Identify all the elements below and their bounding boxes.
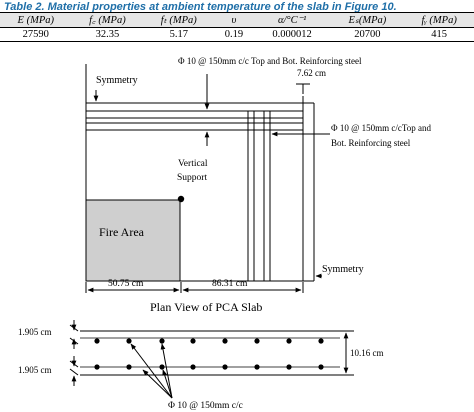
bottom-rebar-row [94,364,324,370]
rebar-dot [318,338,324,344]
rebar-dot [222,364,228,370]
bar-leader [142,369,173,399]
rebar-dot [254,364,260,370]
cell-e: 27590 [22,29,49,40]
fire-area [85,199,181,282]
symmetry-label-top: Symmetry [96,75,138,86]
rebar-dot [94,338,100,344]
thickness-label: 10.16 cm [350,348,384,358]
cover-bottom-label: 1.905 cm [18,365,52,375]
rebar-dot [318,364,324,370]
header-fc: f꜀ (MPa) [89,15,126,26]
rebar-dot [286,364,292,370]
plan-view: Fire Area Vertical Support Symmetry Symm… [85,56,431,314]
symmetry-label-right: Symmetry [322,264,364,275]
rebar-dot [126,364,132,370]
top-rebar-label-text: Φ 10 @ 150mm c/c Top and Bot. Reinforcin… [178,56,362,66]
edge-dimension-label: 7.62 cm [297,68,326,78]
table-caption: Table 2. Material properties at ambient … [4,1,397,13]
header-alpha: α/°C⁻¹ [277,15,307,26]
fire-area-label: Fire Area [99,225,145,239]
top-rebar-label: Φ 10 @ 150mm c/c Top and Bot. Reinforcin… [178,56,362,66]
dim-right-label: 86.31 cm [212,279,248,289]
dim-left-label: 50.75 cm [108,279,144,289]
bar-leader [162,369,173,399]
cell-es: 20700 [354,29,381,40]
header-e: E (MPa) [17,14,54,26]
rebar-dot [222,338,228,344]
plan-title: Plan View of PCA Slab [150,300,262,314]
rebar-dot [159,338,165,344]
bar-leader [130,343,173,399]
section-view: 1.905 cm 1.905 cm 10.16 cm [18,320,384,411]
cell-ft: 5.17 [169,29,188,40]
header-poisson: υ [231,14,237,26]
rebar-dot [190,338,196,344]
rebar-dot [159,364,165,370]
support-label-line1: Vertical [178,159,208,169]
rebar-dot [286,338,292,344]
cell-fy: 415 [431,29,448,40]
bar-leader [160,343,173,399]
right-rebar-label-line2: Bot. Reinforcing steel [331,138,411,148]
header-es: Eₛ(MPa) [348,15,387,26]
table-header-row: E (MPa) f꜀ (MPa) fₜ (MPa) υ α/°C⁻¹ Eₛ(MP… [0,12,474,28]
rebar-dot [190,364,196,370]
bar-spacing-label: Φ 10 @ 150mm c/c [168,401,243,411]
table-row: 27590 32.35 5.17 0.19 0.000012 20700 415 [0,28,474,42]
cell-poisson: 0.19 [224,29,244,40]
cover-top-label: 1.905 cm [18,327,52,337]
header-ft: fₜ (MPa) [160,15,197,26]
rebar-dot [94,364,100,370]
cover-tick [69,368,79,376]
cell-alpha: 0.000012 [272,29,312,40]
material-properties-table: E (MPa) f꜀ (MPa) fₜ (MPa) υ α/°C⁻¹ Eₛ(MP… [0,12,474,42]
top-rebar-row [94,338,324,344]
support-label-line2: Support [177,173,207,183]
vertical-support-point [177,195,185,203]
header-fy: fᵧ (MPa) [421,14,457,26]
rebar-dot [126,338,132,344]
rebar-dot [254,338,260,344]
cell-fc: 32.35 [95,29,120,40]
right-rebar-label-line1: Φ 10 @ 150mm c/cTop and [331,123,431,133]
